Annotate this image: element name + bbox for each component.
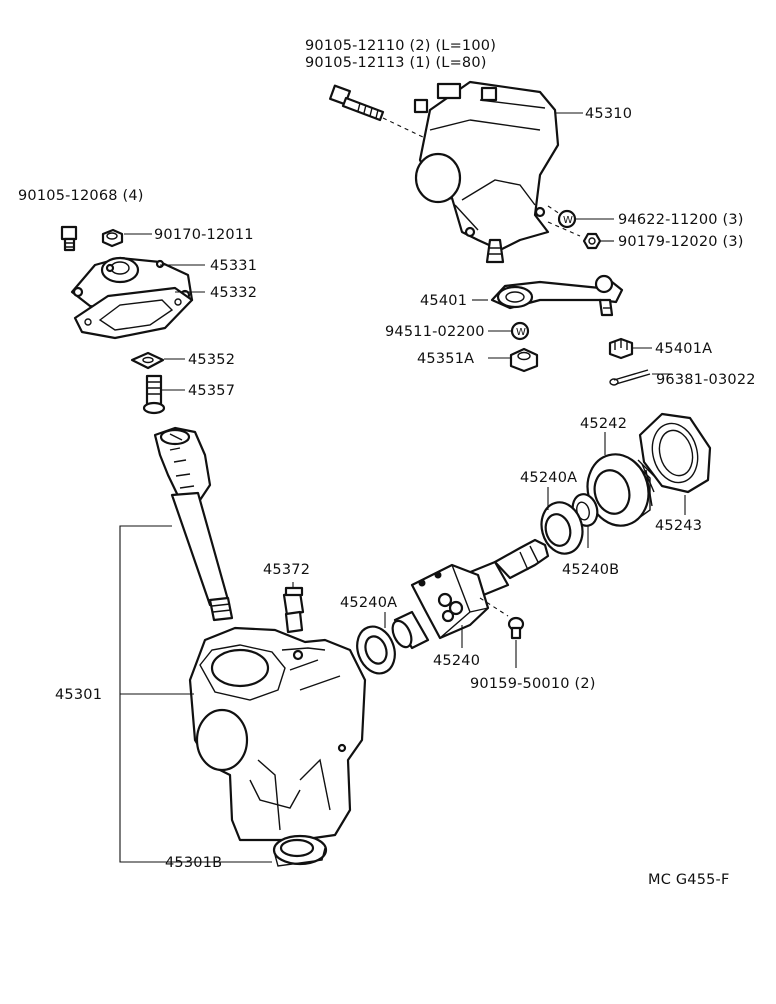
- label-45301: 45301: [55, 687, 102, 703]
- label-45401: 45401: [420, 293, 467, 309]
- nut-90170-12011: [101, 228, 152, 248]
- bearing-a-left-45240A: [356, 612, 396, 675]
- label-45351A: 45351A: [417, 351, 474, 367]
- label-45331: 45331: [210, 258, 257, 274]
- label-94622-11200: 94622-11200 (3): [618, 212, 744, 228]
- leader-dash-nut: [547, 221, 581, 237]
- label-45240: 45240: [433, 653, 480, 669]
- label-45240A-top: 45240A: [520, 470, 577, 486]
- label-45240B: 45240B: [562, 562, 619, 578]
- label-90159-50010: 90159-50010 (2): [470, 676, 596, 692]
- cotter-pin-96381: [609, 369, 672, 386]
- gear-assembly-45310: [413, 80, 560, 264]
- label-45240A-left: 45240A: [340, 595, 397, 611]
- svg-text:W: W: [563, 215, 573, 226]
- nut-n-icon: [582, 232, 614, 250]
- fitting-45372: [282, 582, 305, 634]
- nut-45351A: [488, 347, 539, 373]
- label-45357: 45357: [188, 383, 235, 399]
- label-bolt-90105-12113: 90105-12113 (1) (L=80): [305, 55, 487, 71]
- label-90179-12020: 90179-12020 (3): [618, 234, 744, 250]
- spring-washer-w-icon: W: [488, 321, 530, 341]
- leader-dash-washer: [547, 205, 561, 215]
- label-45372: 45372: [263, 562, 310, 578]
- screw-90159-50010: [479, 597, 525, 668]
- svg-text:W: W: [516, 327, 526, 338]
- housing-45301: [188, 626, 367, 842]
- label-94511-02200: 94511-02200: [385, 324, 485, 340]
- control-valve-45240: [391, 538, 550, 650]
- seal-45301B: [272, 834, 328, 867]
- label-45242: 45242: [580, 416, 627, 432]
- label-bolt-90105-12110: 90105-12110 (2) (L=100): [305, 38, 496, 54]
- washer-w-icon: W: [557, 209, 614, 229]
- sector-shaft: [153, 426, 234, 622]
- bolt-90105-12068: [60, 225, 78, 252]
- gasket-45332: [73, 286, 194, 340]
- adjust-nut-45352: [130, 351, 185, 370]
- label-footer-code: MC G455-F: [648, 872, 730, 888]
- label-45332: 45332: [210, 285, 257, 301]
- castle-nut-45401A: [608, 337, 652, 360]
- locknut-45243: [638, 412, 712, 515]
- label-45243: 45243: [655, 518, 702, 534]
- adjust-screw-45357: [142, 374, 185, 415]
- pitman-arm-45401: [490, 274, 624, 317]
- label-45301B: 45301B: [165, 855, 222, 871]
- bolt-90105-12110: [328, 84, 426, 139]
- label-90105-12068: 90105-12068 (4): [18, 188, 144, 204]
- bearing-a-top-45240A: [540, 487, 584, 555]
- bearing-outer-45242: [586, 432, 655, 527]
- label-45310: 45310: [585, 106, 632, 122]
- label-96381-03022: 96381-03022: [656, 372, 756, 388]
- label-90170-12011: 90170-12011: [154, 227, 254, 243]
- label-45352: 45352: [188, 352, 235, 368]
- label-45401A: 45401A: [655, 341, 712, 357]
